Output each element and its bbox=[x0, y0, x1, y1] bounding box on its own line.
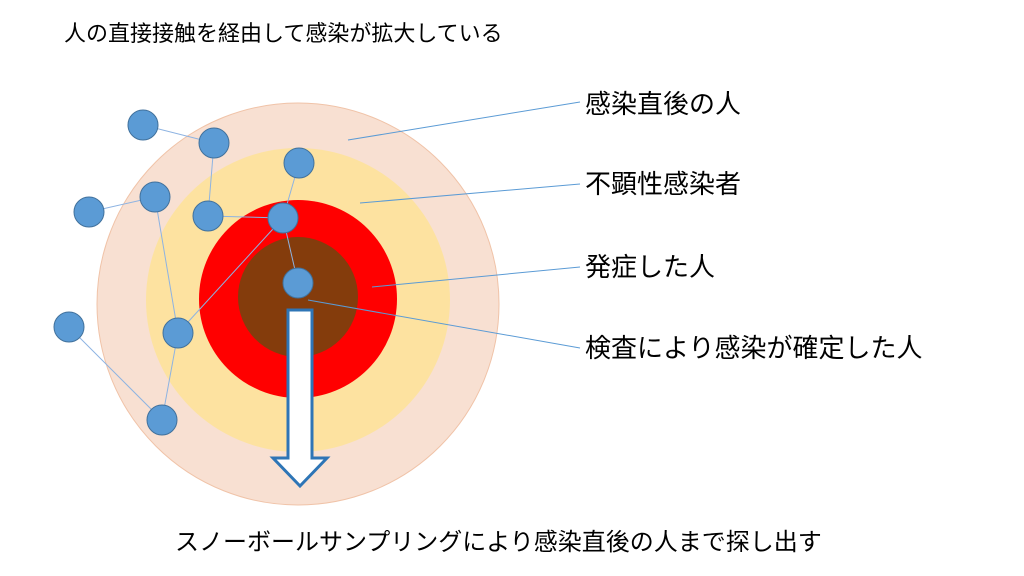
label-asymptomatic: 不顕性感染者 bbox=[585, 170, 742, 200]
person-node bbox=[146, 404, 178, 436]
person-node bbox=[283, 147, 315, 179]
label-just-infected: 感染直後の人 bbox=[585, 90, 742, 120]
person-node bbox=[127, 109, 159, 141]
diagram-caption: スノーボールサンプリングにより感染直後の人まで探し出す bbox=[175, 528, 822, 556]
person-node bbox=[198, 127, 230, 159]
edge bbox=[154, 196, 179, 334]
person-node bbox=[192, 200, 224, 232]
leader-lines bbox=[307, 101, 581, 349]
leader-line-symptomatic bbox=[371, 266, 581, 288]
diagram-title: 人の直接接触を経由して感染が拡大している bbox=[64, 22, 503, 47]
person-node bbox=[162, 317, 194, 349]
edge bbox=[68, 326, 163, 421]
leader-line-confirmed bbox=[307, 299, 581, 349]
person-nodes bbox=[53, 109, 315, 436]
leader-line-just-infected bbox=[347, 101, 581, 141]
person-node bbox=[267, 202, 299, 234]
down-arrow-icon bbox=[269, 308, 331, 489]
person-node bbox=[282, 267, 314, 299]
leader-line-asymptomatic bbox=[359, 183, 581, 204]
label-symptomatic: 発症した人 bbox=[585, 253, 716, 283]
label-confirmed: 検査により感染が確定した人 bbox=[585, 334, 923, 364]
edge bbox=[177, 217, 284, 334]
person-node bbox=[73, 196, 105, 228]
person-node bbox=[139, 181, 171, 213]
person-node bbox=[53, 311, 85, 343]
